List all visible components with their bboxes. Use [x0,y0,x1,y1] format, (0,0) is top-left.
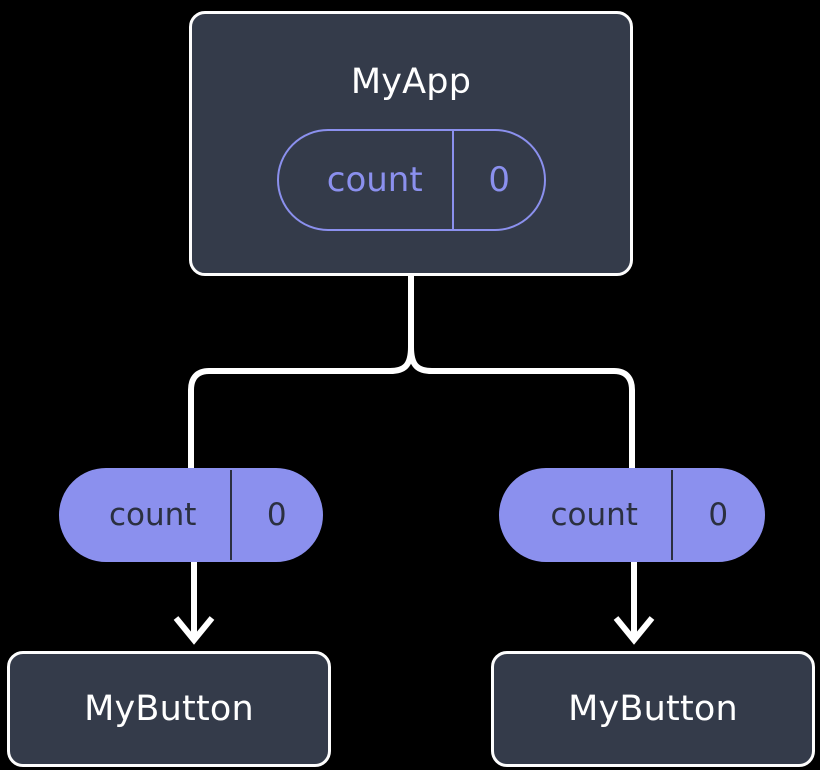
state-pill-right[interactable]: count 0 [499,468,765,562]
state-pill-root-key: count [326,160,423,200]
state-pill-left-value: 0 [230,470,321,560]
edge-branch-tee [408,346,635,469]
state-pill-root-value: 0 [452,131,544,229]
component-label-mybutton-right: MyButton [568,688,738,729]
state-pill-right-key: count [550,496,638,533]
component-node-mybutton-right[interactable]: MyButton [491,651,815,767]
edge-left-arrow-head [173,616,215,645]
state-pill-right-value: 0 [671,470,763,560]
component-node-mybutton-left[interactable]: MyButton [7,651,331,767]
state-pill-left-key: count [108,496,197,533]
component-label-mybutton-left: MyButton [84,688,254,729]
component-label-myapp: MyApp [350,62,472,102]
edge-branch-tee-left [188,346,414,469]
state-pill-root[interactable]: count 0 [277,129,546,231]
state-pill-left[interactable]: count 0 [59,468,323,562]
edge-right-arrow-head [613,616,655,645]
